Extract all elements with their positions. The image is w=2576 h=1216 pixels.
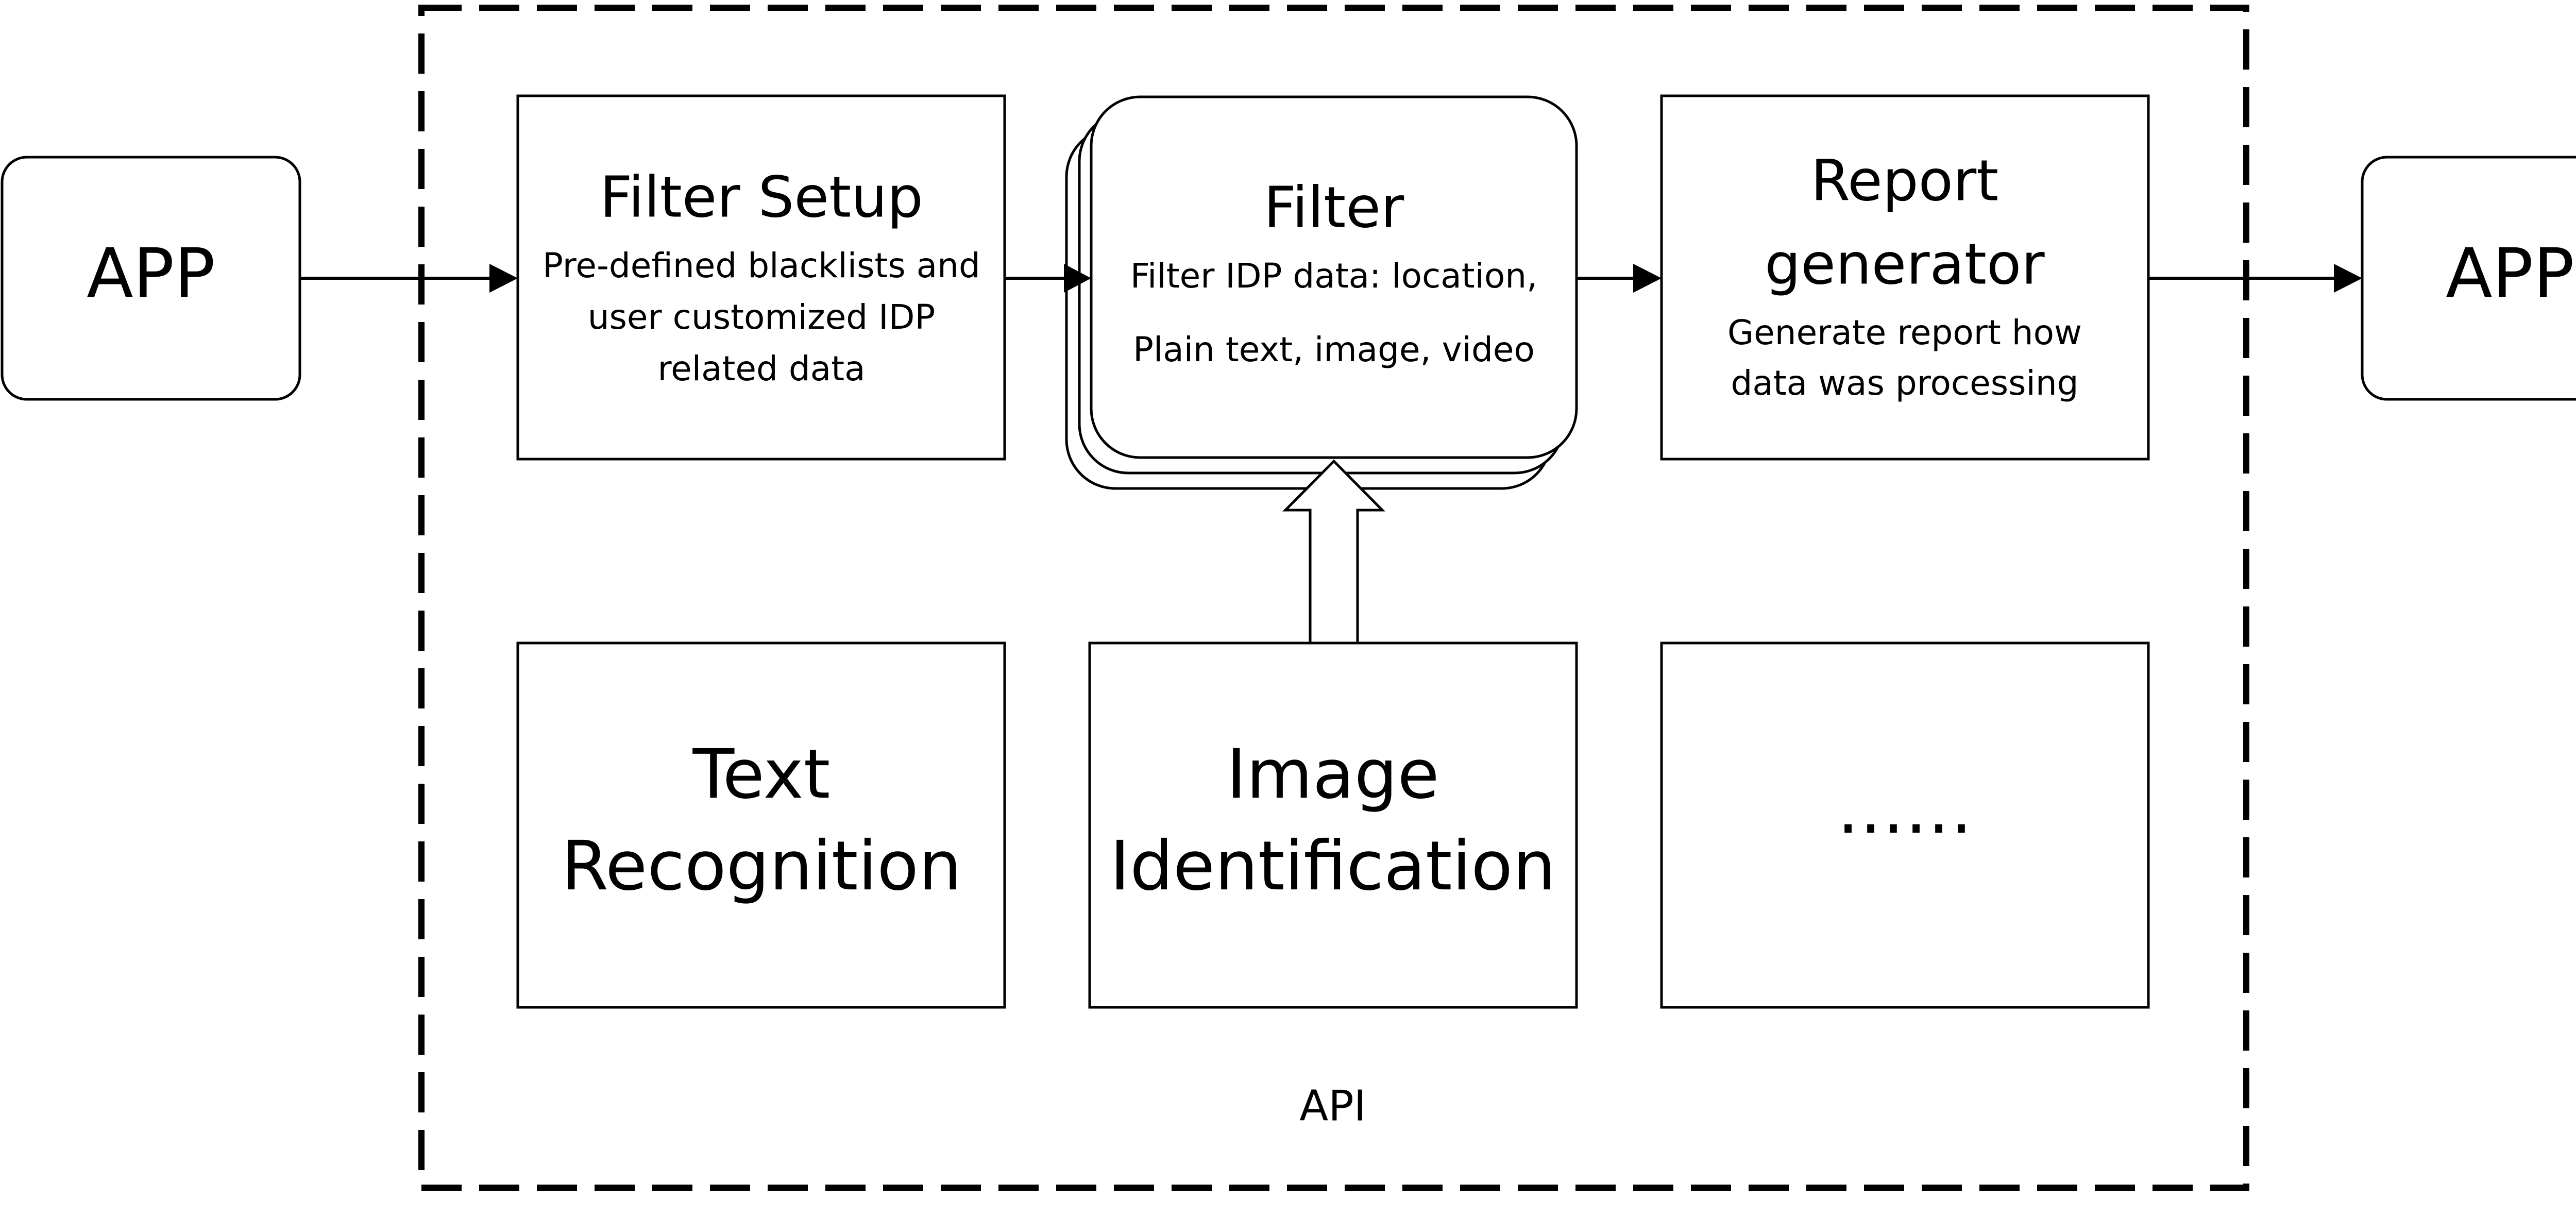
filter-setup-title: Filter Setup [600, 164, 923, 230]
report-generator-title-line-1: Report [1811, 147, 1999, 213]
arrowhead-filter-to-report-generator [1633, 264, 1662, 293]
report-generator-desc-line-1: Generate report how [1727, 313, 2082, 352]
filter-setup-desc-line-2: user customized IDP [588, 297, 936, 337]
text-recognition-box [516, 641, 1006, 1009]
report-generator-desc-line-2: data was processing [1731, 363, 2078, 403]
filter-setup-box [516, 94, 1006, 461]
app-right-label: APP [2446, 234, 2574, 313]
filter-node: Filter Filter IDP data: location, Plain … [1065, 95, 1578, 490]
filter-setup-desc-line-1: Pre-defined blacklists and [543, 246, 980, 285]
app-left-label: APP [87, 234, 215, 313]
image-identification-line-2: Identification [1110, 826, 1555, 906]
image-identification-box [1088, 641, 1578, 1009]
text-recognition-line-2: Recognition [561, 826, 961, 906]
arrowhead-report-generator-to-app [2334, 264, 2362, 293]
filter-desc-line-1: Filter IDP data: location, [1130, 256, 1537, 296]
filter-desc-line-2: Plain text, image, video [1133, 330, 1535, 369]
more-node: …… [1660, 641, 2150, 1009]
more-label: …… [1837, 770, 1973, 849]
text-recognition-line-1: Text [692, 735, 831, 814]
filter-setup-desc-line-3: related data [657, 349, 865, 389]
filter-setup-node: Filter Setup Pre-defined blacklists and … [516, 94, 1006, 461]
app-right-node: APP [2361, 156, 2576, 401]
report-generator-node: Report generator Generate report how dat… [1660, 94, 2150, 461]
image-identification-line-1: Image [1226, 735, 1439, 814]
more-box [1660, 641, 2150, 1009]
filter-title: Filter [1264, 174, 1404, 240]
app-left-node: APP [1, 156, 301, 401]
block-arrow-image-identification-to-filter [1282, 459, 1385, 645]
api-container-label: API [1299, 1082, 1366, 1130]
text-recognition-node: Text Recognition [516, 641, 1006, 1009]
report-generator-box [1660, 94, 2150, 461]
arrowhead-app-to-filter-setup [489, 264, 518, 293]
image-identification-node: Image Identification [1088, 641, 1578, 1009]
report-generator-title-line-2: generator [1765, 231, 2045, 297]
arrowhead-filter-setup-to-filter [1064, 264, 1091, 293]
